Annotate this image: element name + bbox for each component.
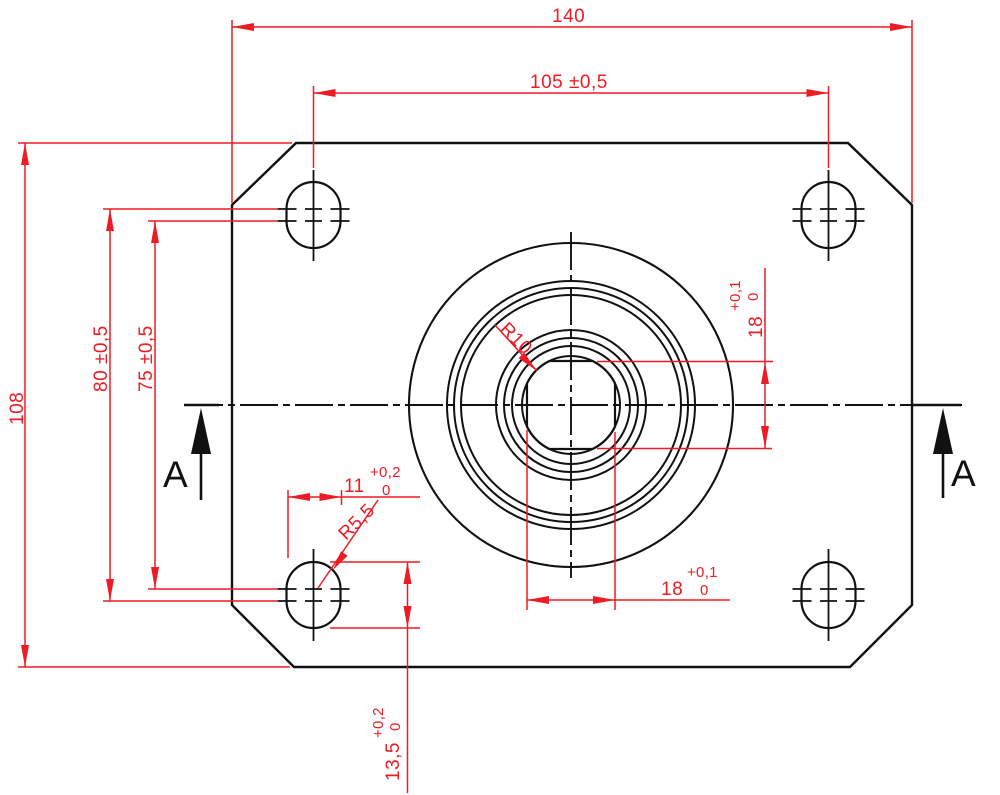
dim-bolt-spacing-horizontal-text: 105 ±0,5 <box>530 72 608 93</box>
boss-circle-outer <box>407 241 735 569</box>
slot-top-right <box>792 170 865 261</box>
dim-slot-length-text: 13,5 <box>383 742 404 781</box>
dim-bolt-spacing-inner: 75 ±0,5 <box>136 220 278 590</box>
dim-overall-width: 140 <box>231 6 913 203</box>
dim-bolt-spacing-outer-text: 80 ±0,5 <box>91 325 112 392</box>
dim-slot-length-tol-zero: 0 <box>387 722 404 731</box>
dim-bolt-spacing-horizontal: 105 ±0,5 <box>312 72 830 168</box>
boss-circle-7 <box>511 345 631 465</box>
bore-profile <box>525 359 617 451</box>
dim-slot-width-tol-zero: 0 <box>382 482 391 499</box>
slot-bottom-right <box>792 549 865 641</box>
dim-slot-length: 13,5 +0,2 0 <box>330 561 420 793</box>
dim-bore-vertical-tol-plus: +0,1 <box>727 280 744 311</box>
dim-bolt-spacing-outer: 80 ±0,5 <box>91 208 278 602</box>
slot-center-ticks <box>792 588 865 602</box>
dim-bore-horizontal-text: 18 <box>661 579 683 600</box>
boss-circles <box>407 241 735 569</box>
dim-bolt-spacing-inner-text: 75 ±0,5 <box>136 325 157 392</box>
section-arrowhead <box>933 408 953 454</box>
slot-top-left <box>277 170 350 261</box>
dim-overall-height: 108 <box>7 142 292 668</box>
plate-outline <box>230 141 914 669</box>
leader-bore-radius: R10 <box>494 319 538 372</box>
dim-slot-width-text: 11 <box>344 476 365 497</box>
dim-bore-vertical: 18 +0,1 0 <box>597 268 773 450</box>
boss-circle-3 <box>453 287 689 523</box>
slot-center-ticks <box>792 208 865 222</box>
dim-overall-width-text: 140 <box>552 6 585 27</box>
dim-overall-height-text: 108 <box>7 392 28 425</box>
section-label-right: A <box>951 453 976 494</box>
dim-slot-length-tol-plus: +0,2 <box>370 707 387 738</box>
dim-bore-vertical-tol-zero: 0 <box>745 292 762 301</box>
dim-slot-width: 11 +0,2 0 <box>287 464 420 558</box>
dim-bore-horizontal-tol-plus: +0,1 <box>687 564 718 581</box>
boss-circle-5 <box>495 329 647 481</box>
dim-bore-vertical-text: 18 <box>746 316 767 338</box>
dim-slot-width-tol-plus: +0,2 <box>370 464 401 481</box>
dim-bore-horizontal-tol-zero: 0 <box>700 582 709 599</box>
slot-bottom-left <box>277 549 350 641</box>
boss-circle-6 <box>503 337 639 473</box>
section-label-left: A <box>163 454 188 495</box>
boss-circle-2 <box>446 280 696 530</box>
dim-bore-horizontal: 18 +0,1 0 <box>526 430 730 610</box>
bore-radius-circle <box>521 355 621 455</box>
section-arrow-left: A <box>163 403 219 500</box>
slot-center-ticks <box>277 208 350 222</box>
slot-center-ticks <box>277 588 350 602</box>
section-arrow-right: A <box>913 403 976 498</box>
leader-slot-radius: R5,5 <box>317 499 379 589</box>
section-arrowhead <box>191 408 211 454</box>
boss-circle-4 <box>460 294 682 516</box>
